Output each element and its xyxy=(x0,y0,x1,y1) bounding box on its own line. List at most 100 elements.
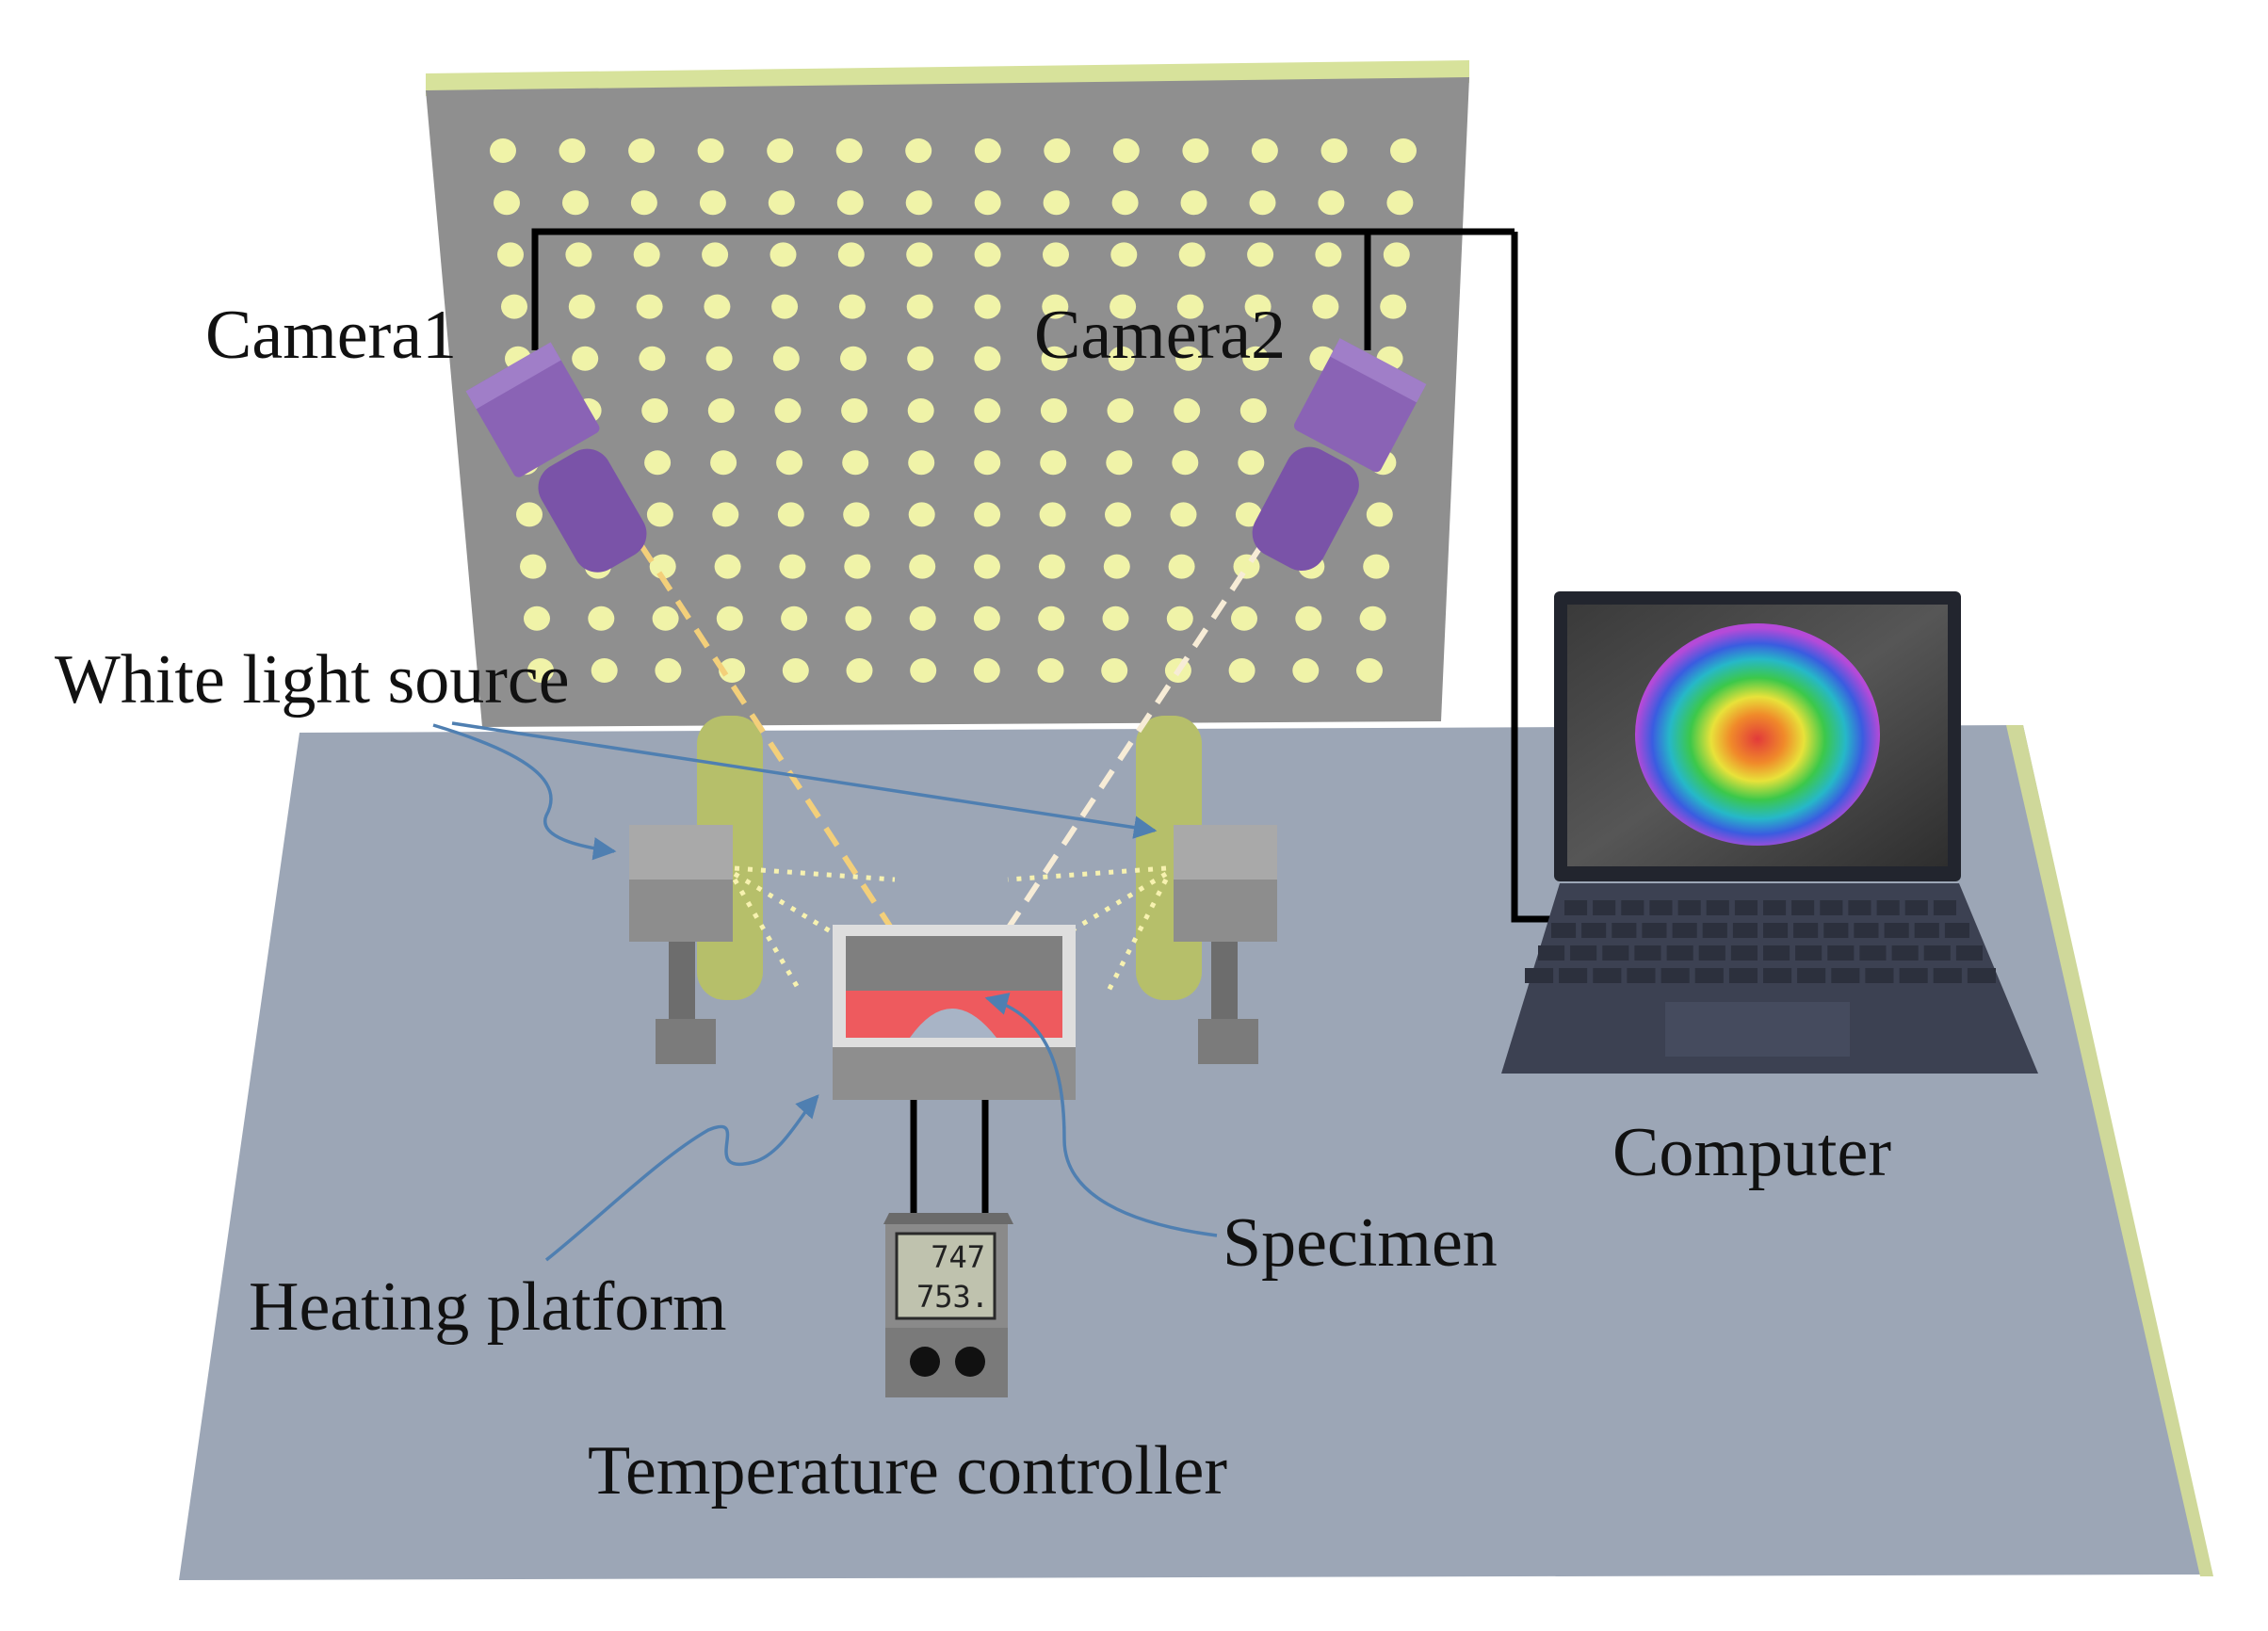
table-edge xyxy=(2006,725,2213,1576)
calibration-dot xyxy=(630,190,657,216)
calibration-dot xyxy=(974,190,1001,216)
calibration-dot xyxy=(1168,554,1195,579)
calibration-dot xyxy=(1101,658,1128,683)
calibration-dot xyxy=(910,658,937,683)
laptop-key xyxy=(1899,968,1928,983)
calibration-dot xyxy=(520,554,546,579)
calibration-dot xyxy=(774,398,802,423)
calibration-dot xyxy=(1041,346,1068,371)
calibration-dot xyxy=(907,398,934,423)
laptop-key xyxy=(1891,945,1919,961)
heating-platform-label: Heating platform xyxy=(249,1268,727,1346)
calibration-dot xyxy=(777,502,804,527)
platform-base xyxy=(833,1047,1076,1100)
calibration-dot xyxy=(905,190,932,216)
laptop-key xyxy=(1570,945,1597,961)
calibration-dot xyxy=(699,190,726,216)
calibration-dot xyxy=(712,502,739,527)
data-cables xyxy=(531,228,1560,1215)
calibration-dot xyxy=(633,242,660,267)
calibration-dot xyxy=(704,294,731,319)
arrow-light-left xyxy=(432,723,617,861)
heating-platform xyxy=(833,925,1076,1100)
calibration-dot xyxy=(1292,658,1320,683)
calibration-dot xyxy=(628,138,656,163)
calibration-dot xyxy=(1040,450,1067,476)
calibration-dot xyxy=(837,242,865,267)
light-stand xyxy=(669,942,695,1023)
calibration-dot xyxy=(639,346,666,371)
laptop-key xyxy=(1593,900,1616,915)
laptop-key xyxy=(1884,923,1909,938)
laptop-key xyxy=(1698,945,1725,961)
calibration-dot xyxy=(1043,242,1069,267)
calibration-dot xyxy=(1178,242,1206,267)
calibration-dot xyxy=(767,138,794,163)
white-light-source-left xyxy=(629,825,733,1064)
calibration-dot xyxy=(908,450,935,476)
calibration-dot xyxy=(1315,242,1342,267)
laptop-key xyxy=(1820,900,1843,915)
computer-label: Computer xyxy=(1612,1114,1891,1191)
laptop-key xyxy=(1627,968,1656,983)
laptop-key xyxy=(1666,945,1693,961)
calibration-dot xyxy=(1102,606,1129,631)
calibration-board xyxy=(426,60,1469,727)
calibration-dot xyxy=(974,554,1000,579)
calibration-dot xyxy=(1172,450,1199,476)
beam-left-3 xyxy=(732,878,803,994)
calibration-dot xyxy=(1318,190,1345,216)
calibration-dot xyxy=(652,606,679,631)
laptop-key xyxy=(1933,968,1962,983)
board-face xyxy=(426,77,1469,727)
calibration-dot xyxy=(840,346,867,371)
light-box-face xyxy=(1174,825,1277,880)
calibration-dot xyxy=(906,242,933,267)
calibration-dot xyxy=(974,294,1001,319)
calibration-dot xyxy=(494,190,520,216)
calibration-dot xyxy=(1105,502,1131,527)
calibration-dot xyxy=(655,658,682,683)
calibration-dot xyxy=(838,294,866,319)
calibration-dot xyxy=(644,450,672,476)
calibration-dot xyxy=(501,294,527,319)
controller-screen xyxy=(895,1232,996,1320)
laptop-key xyxy=(1827,945,1855,961)
calibration-dot xyxy=(974,450,1001,476)
camera1-lens xyxy=(538,448,647,573)
calibration-dot xyxy=(1039,502,1066,527)
calibration-dot xyxy=(768,190,795,216)
calibration-dot xyxy=(974,398,1001,423)
laptop-key xyxy=(1791,900,1815,915)
calibration-dot xyxy=(835,138,863,163)
annotation-arrows xyxy=(432,721,1218,1262)
specimen-label: Specimen xyxy=(1223,1204,1498,1282)
laptop-key xyxy=(1694,968,1724,983)
camera2-label: Camera2 xyxy=(1034,297,1286,374)
laptop-key xyxy=(1797,968,1826,983)
calibration-dot xyxy=(714,554,741,579)
white-light-source-right xyxy=(1174,825,1277,1064)
calibration-dot xyxy=(974,502,1001,527)
calibration-dot xyxy=(565,242,592,267)
laptop-key xyxy=(1677,900,1701,915)
camera-rays xyxy=(638,542,1265,1013)
calibration-dot xyxy=(527,658,554,683)
calibration-dot xyxy=(649,554,676,579)
calibration-dot xyxy=(1231,606,1257,631)
controller-top xyxy=(883,1213,1013,1224)
laptop-key xyxy=(1967,968,1996,983)
laptop-keys xyxy=(1525,900,1996,983)
calibration-dot xyxy=(1356,658,1383,683)
laptop-key xyxy=(1559,968,1588,983)
laptop-key xyxy=(1831,968,1860,983)
computer xyxy=(1501,591,2038,1074)
calibration-dot xyxy=(707,398,735,423)
calibration-dot xyxy=(1242,346,1270,371)
platform-inner-dark xyxy=(846,936,1062,991)
laptop-key xyxy=(1763,900,1787,915)
calibration-dot xyxy=(974,242,1001,267)
calibration-dot xyxy=(845,606,872,631)
calibration-dot xyxy=(906,294,933,319)
camera2-body-side xyxy=(1330,338,1427,403)
